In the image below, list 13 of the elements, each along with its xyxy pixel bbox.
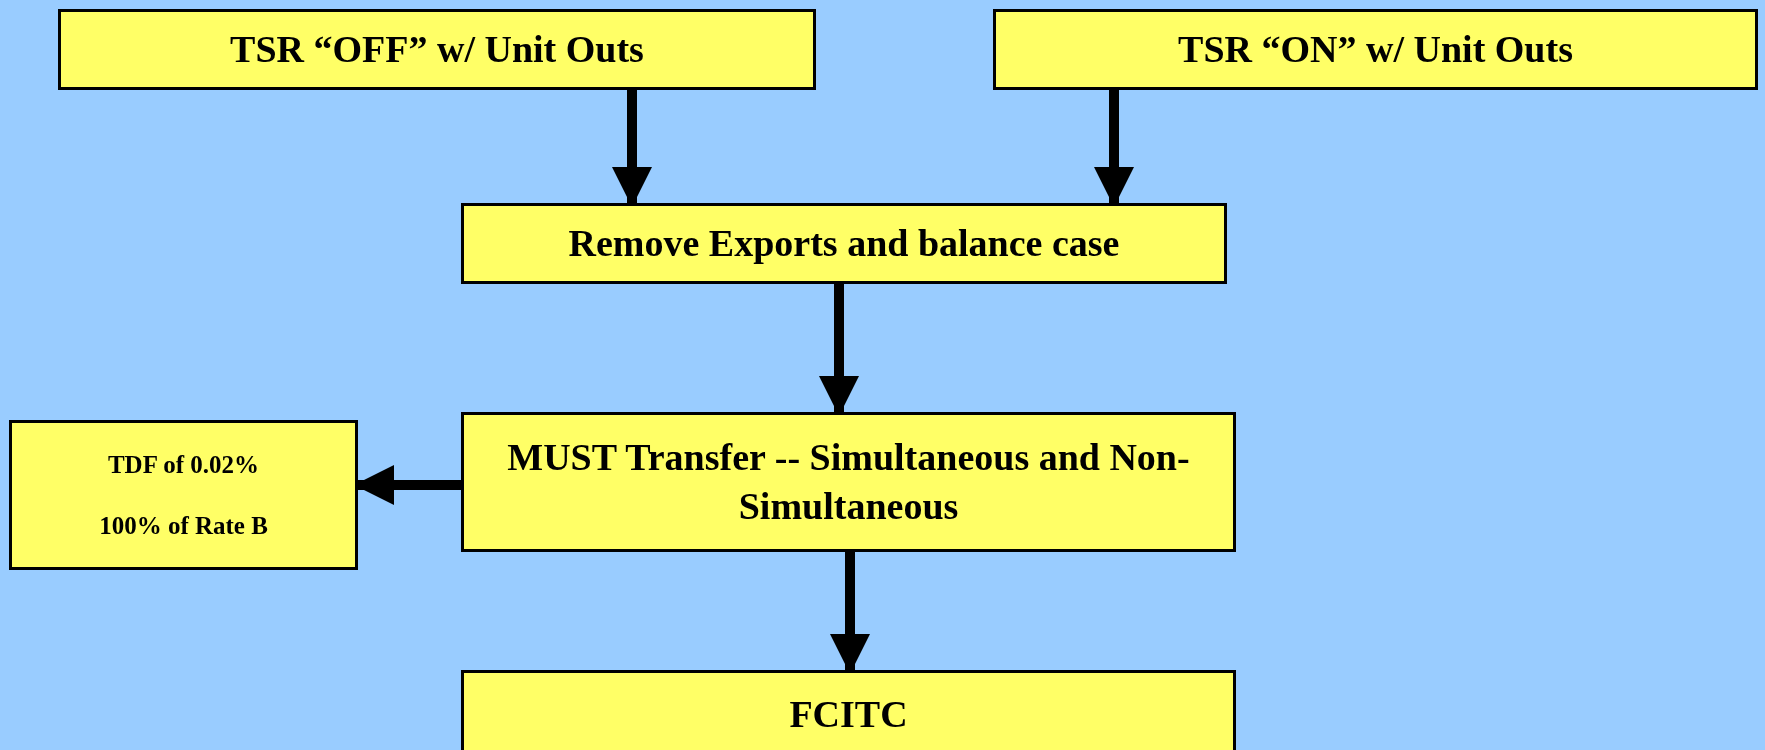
box-text: FCITC bbox=[789, 692, 908, 738]
process-box bbox=[461, 670, 1236, 750]
process-box bbox=[461, 412, 1236, 552]
box-text: 100% of Rate B bbox=[99, 511, 268, 541]
box-text: TDF of 0.02% bbox=[107, 449, 260, 480]
box-text: TSR “ON” w/ Unit Outs bbox=[1178, 26, 1573, 72]
process-box bbox=[58, 9, 816, 90]
box-text: Remove Exports and balance case bbox=[568, 220, 1120, 266]
box-text: MUST Transfer -- Simultaneous and Non-Simultaneous bbox=[506, 434, 1191, 529]
box-text: TSR “OFF” w/ Unit Outs bbox=[230, 26, 644, 72]
process-box bbox=[993, 9, 1758, 90]
process-box bbox=[9, 420, 358, 570]
process-box bbox=[461, 203, 1227, 284]
